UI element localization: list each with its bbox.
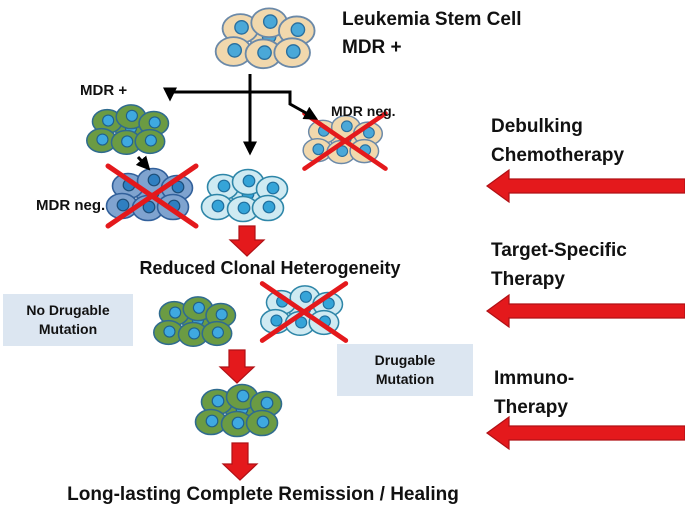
surviving-clone-cluster — [200, 168, 289, 223]
title-line2: MDR + — [342, 37, 402, 58]
mdr-neg-right-cluster — [302, 111, 388, 171]
remission-arrow — [221, 442, 259, 481]
target-line2: Therapy — [491, 269, 565, 290]
selection-arrow — [218, 349, 256, 384]
drugable-mutation-cluster — [259, 281, 349, 343]
debulking-line1: Debulking — [491, 116, 583, 137]
target-specific-arrow — [485, 293, 685, 329]
debulking-line2: Chemotherapy — [491, 145, 625, 166]
no-drugable-line2: Mutation — [38, 321, 98, 337]
target-line1: Target-Specific — [491, 240, 627, 261]
drugable-line1: Drugable — [374, 352, 436, 368]
final-remission-label: Long-lasting Complete Remission / Healin… — [67, 484, 459, 505]
mdr-neg-left-label: MDR neg. — [36, 197, 106, 214]
mdr-neg-left-cluster — [105, 163, 199, 229]
branch-right-arrow — [250, 90, 319, 120]
therapy-label-immuno: Immuno- Therapy — [494, 364, 574, 422]
branch-arrows — [135, 74, 319, 171]
reduction-arrow — [228, 225, 266, 257]
no-drugable-line1: No Drugable — [26, 302, 110, 318]
immuno-arrow — [485, 415, 685, 451]
therapy-label-target-specific: Target-Specific Therapy — [491, 236, 627, 294]
branch-left-arrow — [163, 87, 250, 102]
no-drugable-mutation-cluster — [153, 296, 237, 348]
reduced-heterogeneity-label: Reduced Clonal Heterogeneity — [139, 258, 401, 278]
drugable-mutation-box: Drugable Mutation — [337, 344, 473, 396]
green-to-blue-arrow — [135, 155, 151, 171]
mdr-plus-label: MDR + — [80, 82, 128, 99]
mdr-neg-right-label: MDR neg. — [331, 103, 396, 119]
debulking-arrow — [485, 168, 685, 204]
leukemia-stem-cell-cluster — [214, 7, 316, 70]
immuno-line1: Immuno- — [494, 368, 575, 389]
red-cross-icon — [302, 111, 388, 171]
title-line1: Leukemia Stem Cell — [342, 9, 522, 30]
immuno-line2: Therapy — [494, 397, 568, 418]
cell-clusters-layer — [86, 7, 388, 438]
mdr-plus-cluster — [86, 104, 170, 156]
red-cross-icon — [259, 281, 349, 343]
therapy-label-debulking: Debulking Chemotherapy — [491, 112, 624, 170]
leukemia-stem-cell-title: Leukemia Stem Cell MDR + — [342, 6, 522, 62]
no-drugable-mutation-box: No Drugable Mutation — [3, 294, 133, 346]
red-cross-icon — [105, 163, 199, 229]
drugable-line2: Mutation — [375, 371, 435, 387]
red-arrows — [218, 168, 685, 481]
remission-clone-cluster — [194, 383, 283, 438]
